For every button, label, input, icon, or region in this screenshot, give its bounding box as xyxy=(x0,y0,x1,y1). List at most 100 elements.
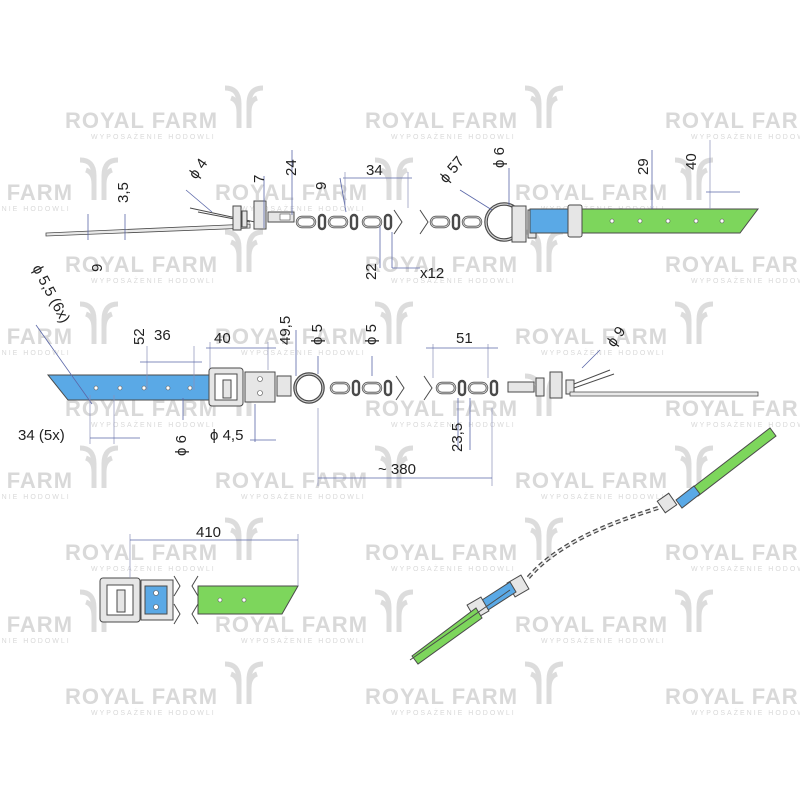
dim-380: ~ 380 xyxy=(378,461,416,478)
watermark-tagline: WYPOSAŻENIE HODOWLI xyxy=(91,708,216,717)
dim-49-5: 49,5 xyxy=(277,316,294,345)
royal-farm-logo-icon xyxy=(525,664,563,704)
watermark-brand: ROYAL FARM xyxy=(515,468,668,493)
dim-410: 410 xyxy=(196,524,221,541)
watermark-tagline: WYPOSAŻENIE HODOWLI xyxy=(91,564,216,573)
watermark-tagline: WYPOSAŻENIE HODOWLI xyxy=(0,636,71,645)
watermark-brand: ROYAL FARM xyxy=(215,324,368,349)
watermark-brand: ROYAL FARM xyxy=(215,468,368,493)
buckle-top xyxy=(511,205,527,243)
wire-tail xyxy=(45,223,251,237)
watermark-tagline: WYPOSAŻENIE HODOWLI xyxy=(691,276,800,285)
royal-farm-logo-icon xyxy=(225,232,263,272)
royal-farm-logo-icon xyxy=(525,88,563,128)
watermark-brand: ROYAL FARM xyxy=(65,540,218,565)
royal-farm-logo-icon xyxy=(375,592,413,632)
dim-40-top: 40 xyxy=(683,153,700,170)
watermark-tagline: WYPOSAŻENIE HODOWLI xyxy=(391,132,516,141)
watermark-brand: ROYAL FARM xyxy=(65,108,218,133)
dim-phi6-top: ϕ 6 xyxy=(491,147,508,168)
watermark-brand: ROYAL FARM xyxy=(515,180,668,205)
watermark-brand: ROYAL FARM xyxy=(0,180,73,205)
watermark-brand: ROYAL FARM xyxy=(515,324,668,349)
dim-34-5x: 34 (5x) xyxy=(18,427,65,444)
dim-29: 29 xyxy=(635,158,652,175)
dim-phi4: ϕ 4 xyxy=(185,155,211,182)
royal-farm-logo-icon xyxy=(675,304,713,344)
watermark-brand: ROYAL FARM xyxy=(365,252,518,277)
watermark-brand: ROYAL FARM xyxy=(215,612,368,637)
watermark-brand: ROYAL FARM xyxy=(365,540,518,565)
middle-view-dimensions xyxy=(35,324,601,486)
toggle-pin xyxy=(232,205,242,231)
chain-top xyxy=(295,213,393,231)
perspective-view-drawing xyxy=(409,427,777,665)
watermark-tagline: WYPOSAŻENIE HODOWLI xyxy=(91,132,216,141)
watermark-brand: ROYAL FARM xyxy=(215,180,368,205)
dim-x12: x12 xyxy=(420,265,444,282)
royal-farm-logo-icon xyxy=(525,520,563,560)
royal-farm-logo-icon xyxy=(80,304,118,344)
royal-farm-logo-icon xyxy=(675,592,713,632)
dim-51: 51 xyxy=(456,330,473,347)
watermark-tagline: WYPOSAŻENIE HODOWLI xyxy=(241,204,366,213)
royal-farm-logo-icon xyxy=(225,88,263,128)
dim-phi6-mid: ϕ 6 xyxy=(173,435,190,456)
watermark-brand: ROYAL FARM xyxy=(665,684,800,709)
watermark-tagline: WYPOSAŻENIE HODOWLI xyxy=(241,636,366,645)
watermark-brand: ROYAL FARM xyxy=(0,324,73,349)
royal-farm-logo-icon xyxy=(80,448,118,488)
detail-strap-blue xyxy=(144,585,168,615)
dim-7: 7 xyxy=(251,175,268,183)
watermark-brand: ROYAL FARM xyxy=(0,468,73,493)
persp-strap-blue-upper xyxy=(675,485,701,509)
watermark-tagline: WYPOSAŻENIE HODOWLI xyxy=(241,492,366,501)
dim-phi4-5: ϕ 4,5 xyxy=(210,427,243,444)
watermark-tagline: WYPOSAŻENIE HODOWLI xyxy=(691,708,800,717)
watermark-brand: ROYAL FARM xyxy=(665,252,800,277)
watermark-brand: ROYAL FARM xyxy=(665,396,800,421)
top-view-drawing xyxy=(45,200,759,243)
chain-top-right xyxy=(429,213,483,231)
detail-strap-green xyxy=(197,585,299,615)
watermark-tagline: WYPOSAŻENIE HODOWLI xyxy=(391,564,516,573)
dim-52: 52 xyxy=(131,328,148,345)
dim-36: 36 xyxy=(154,327,171,344)
watermark-tagline: WYPOSAŻENIE HODOWLI xyxy=(391,276,516,285)
strap-blue-middle xyxy=(46,374,213,401)
watermark-brand: ROYAL FARM xyxy=(65,684,218,709)
wire-tail-middle xyxy=(569,391,759,397)
toggle-middle xyxy=(507,381,535,393)
chain-middle-right xyxy=(435,379,499,397)
royal-farm-logo-icon xyxy=(225,664,263,704)
royal-farm-logo-icon xyxy=(375,304,413,344)
strap-green-top xyxy=(571,208,759,234)
watermark-brand: ROYAL FARM xyxy=(665,540,800,565)
watermark-brand: ROYAL FARM xyxy=(365,108,518,133)
dim-phi57: ϕ 57 xyxy=(436,153,468,186)
dim-phi5-a: ϕ 5 xyxy=(309,324,326,345)
dim-34: 34 xyxy=(366,162,383,179)
dim-22: 22 xyxy=(363,263,380,280)
dim-phi5-b: ϕ 5 xyxy=(363,324,380,345)
dim-24: 24 xyxy=(283,159,300,176)
